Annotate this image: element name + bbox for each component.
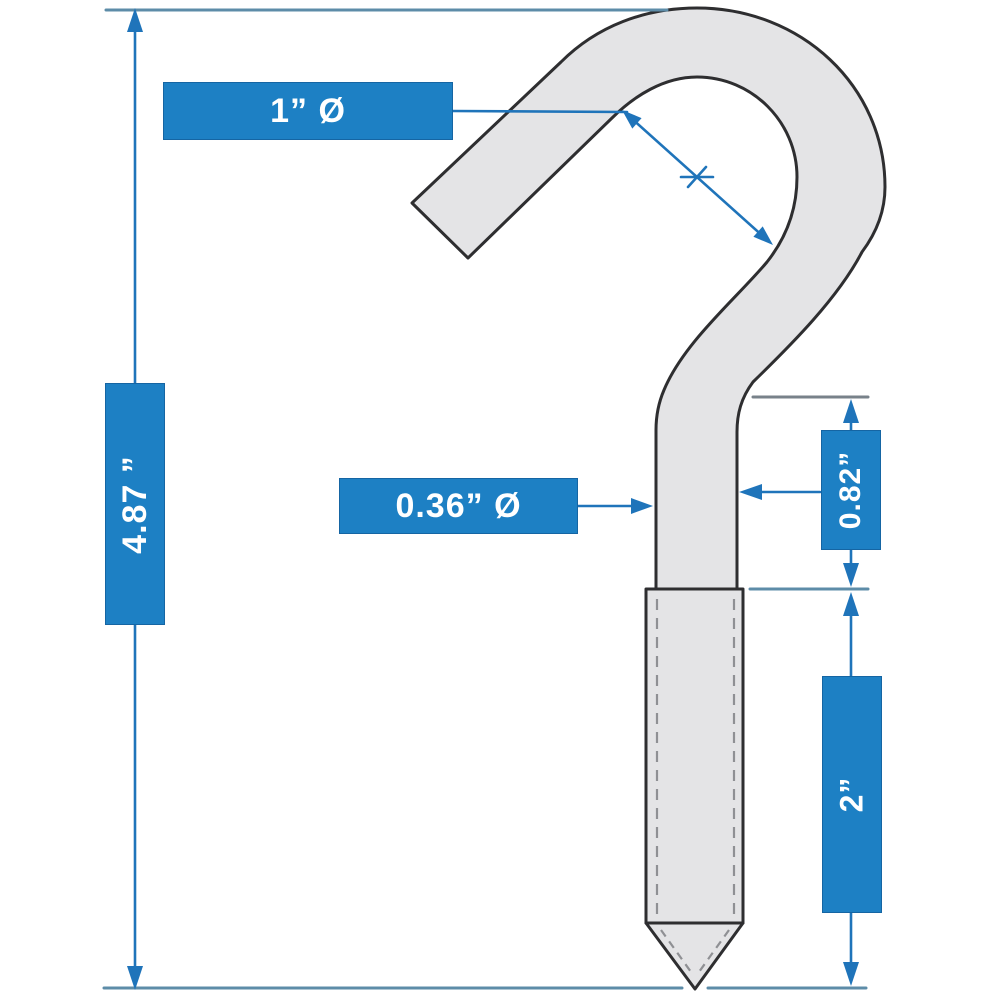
tip-dashed-line-left: [660, 929, 692, 973]
hook-diameter-value: 1” Ø: [270, 91, 346, 130]
arrowhead-downright-icon: [753, 226, 773, 245]
extension-lines: [102, 8, 870, 990]
hook-body: [410, 6, 887, 591]
arrowhead-upleft-icon: [622, 110, 642, 129]
screw-hook-shape: [410, 6, 887, 991]
shank-diameter-value: 0.36” Ø: [395, 486, 522, 525]
hook-diameter-dimension: [450, 109, 773, 245]
arrowhead-up-icon: [843, 399, 859, 423]
label-shank-diameter: 0.36” Ø: [339, 478, 578, 534]
arrowhead-down-icon: [843, 962, 859, 986]
label-opening-height: 0.82”: [821, 430, 881, 550]
thread-section: [644, 587, 745, 925]
label-overall-length: 4.87 ”: [105, 383, 165, 625]
arrowhead-down-icon: [127, 966, 143, 990]
screw-tip: [644, 921, 745, 991]
arrowhead-up-icon: [843, 592, 859, 616]
center-tick-perpendicular: [686, 165, 708, 189]
arrowhead-up-icon: [127, 8, 143, 32]
shank-diameter-dimension: [576, 498, 653, 514]
thread-length-dimension: [843, 592, 859, 986]
overall-length-value: 4.87 ”: [115, 454, 154, 554]
opening-height-dimension: [739, 399, 859, 587]
arrowhead-right-icon: [631, 498, 653, 514]
thread-length-value: 2”: [833, 776, 870, 813]
opening-height-value: 0.82”: [834, 450, 868, 530]
label-thread-length: 2”: [822, 676, 882, 913]
hook-diameter-leader-line: [450, 109, 629, 114]
label-hook-diameter: 1” Ø: [163, 82, 453, 140]
tip-dashed-line-right: [698, 929, 730, 973]
arrowhead-left-icon: [739, 484, 762, 500]
arrowhead-down-icon: [843, 563, 859, 587]
